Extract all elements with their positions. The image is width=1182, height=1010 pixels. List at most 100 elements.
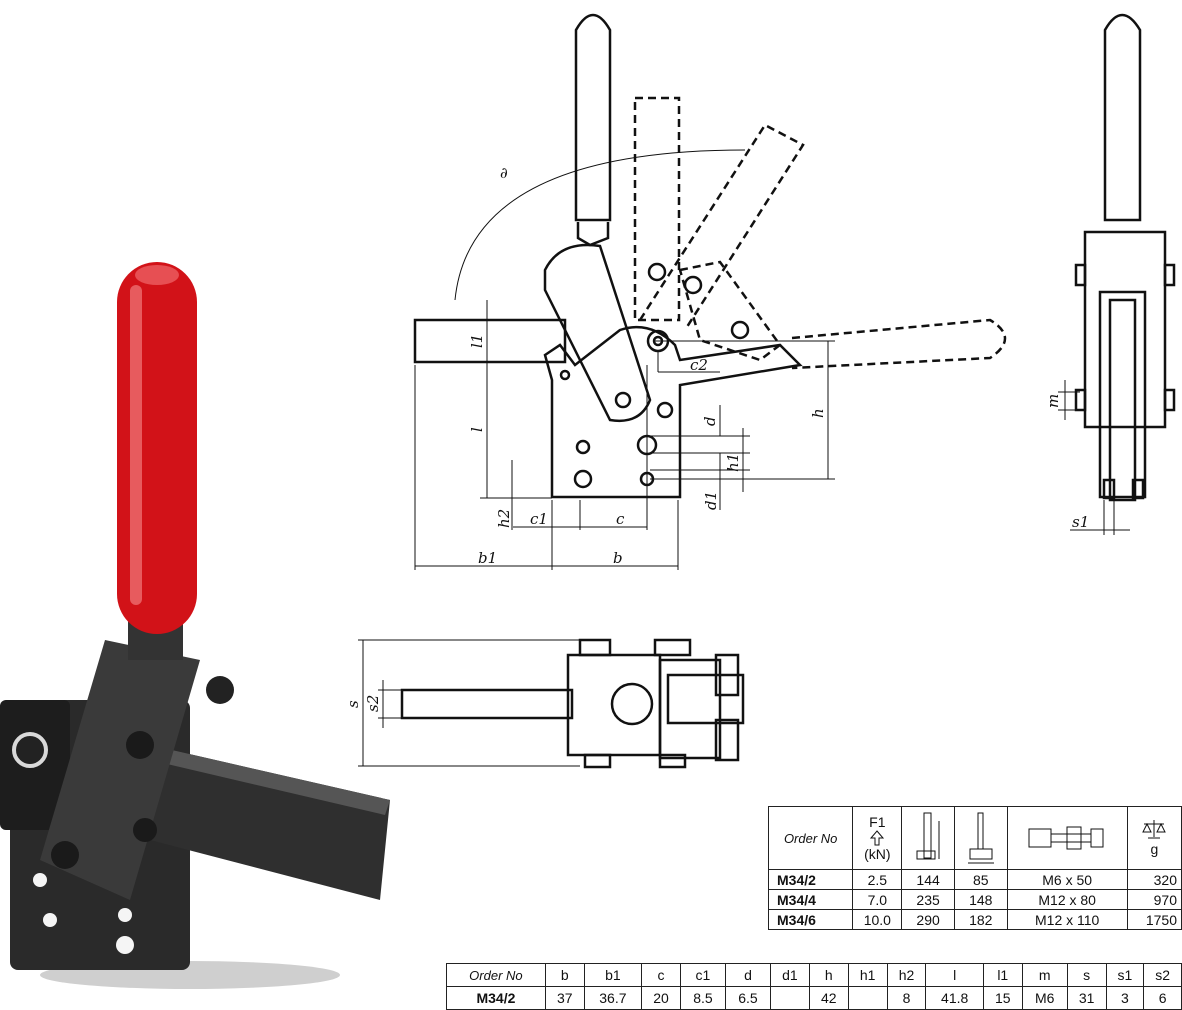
force-header: F1 (kN) [852,806,903,870]
photo-bolt-ring [12,732,48,768]
holding-height-cell: 290 [901,909,955,930]
label-l: l [468,427,486,432]
pivot-open-1 [683,275,703,295]
dimensions-header-row: Order No b b1 c c1 d d1 h h1 h2 l l1 m s… [446,963,1182,987]
spindle-height-header [953,806,1008,870]
order-no-header: Order No [767,806,854,870]
photo-hole-3 [116,936,134,954]
weight-cell: 320 [1126,869,1182,890]
spindle-height-cell: 148 [953,889,1008,910]
label-s2: s2 [364,695,382,712]
bolt-icon [1012,823,1123,853]
label-m: m [1044,394,1062,408]
dimension-lines [414,149,835,570]
force-arrow-icon [857,830,897,846]
top-view [400,638,745,769]
dim-cell: 15 [982,986,1023,1010]
base-hole-2 [575,439,591,455]
holding-height-icon [906,811,950,866]
dim-cell: 36.7 [583,986,643,1010]
dim-cell: 20 [641,986,681,1010]
side-base-body [543,325,803,499]
pivot-lever [614,391,632,409]
dim-cell: 8.5 [679,986,726,1010]
side-handle-neck [576,222,610,247]
spec-row: M34/4 7.0 235 148 M12 x 80 970 [767,889,1182,910]
label-d1: d1 [702,491,720,510]
dim-header: c1 [679,963,726,987]
dim-header: Order No [446,963,546,987]
dim-header: h2 [886,963,927,987]
photo-pivot-1 [126,731,154,759]
weight-cell: 1750 [1126,909,1182,930]
photo-hole-1 [33,873,47,887]
clamp-product-photo [0,262,390,989]
dim-header: m [1021,963,1068,987]
label-s: s [344,700,362,708]
label-c2: c2 [690,356,708,374]
photo-grip-highlight [130,285,142,605]
dim-header: s [1066,963,1107,987]
dim-cell [769,986,810,1010]
side-lever-arm [543,243,652,423]
dim-header: l [925,963,984,987]
force-cell: 10.0 [852,909,903,930]
force-cell: 2.5 [852,869,903,890]
spec-table-header: Order No F1 (kN) g [767,806,1182,870]
dim-cell: 37 [544,986,585,1010]
bolt-cell: M12 x 80 [1006,889,1128,910]
label-s1: s1 [1072,513,1089,531]
scale-icon [1132,819,1177,841]
label-b: b [613,549,623,567]
dim-cell: M6 [1021,986,1068,1010]
spindle-height-cell: 182 [953,909,1008,930]
force-label: F1 [869,814,886,830]
bolt-header [1006,806,1128,870]
dimensions-row: M34/2 37 36.7 20 8.5 6.5 42 8 41.8 15 M6… [446,986,1182,1010]
weight-header: g [1126,806,1182,870]
photo-spindle-bar-top [150,745,390,815]
order-cell: M34/4 [767,889,854,910]
force-unit: (kN) [864,846,891,862]
pivot-base [656,401,674,419]
pivot-open-2 [730,320,750,340]
dim-header: h [808,963,849,987]
weight-unit: g [1150,841,1159,857]
weight-cell: 970 [1126,889,1182,910]
pivot-open-3 [647,262,667,282]
photo-pivot-2 [51,841,79,869]
dim-cell: 41.8 [925,986,984,1010]
end-view-dims [1058,380,1130,535]
spindle-height-icon [959,811,1003,866]
photo-pivot-4 [206,676,234,704]
label-h2: h2 [495,509,513,528]
dim-header: b [544,963,585,987]
label-c1: c1 [530,510,548,528]
dim-cell [847,986,888,1010]
dim-cell: 42 [808,986,849,1010]
label-b1: b1 [478,549,497,567]
dim-cell: 6.5 [724,986,771,1010]
photo-lever-arm [40,640,200,900]
label-h1: h1 [724,453,742,472]
label-h: h [809,408,827,418]
label-c: c [616,510,625,528]
end-view [1074,13,1176,502]
side-spindle-bar [413,318,567,364]
bolt-cell: M12 x 110 [1006,909,1128,930]
top-view-dims [358,639,580,767]
dim-header: d1 [769,963,810,987]
spec-row: M34/2 2.5 144 85 M6 x 50 320 [767,869,1182,890]
dim-header: s1 [1105,963,1145,987]
open-position-outline [633,96,1007,370]
bolt-cell: M6 x 50 [1006,869,1128,890]
dim-header: l1 [982,963,1023,987]
dim-header: h1 [847,963,888,987]
dim-header: s2 [1143,963,1182,987]
dim-header: d [724,963,771,987]
spec-table: Order No F1 (kN) g [767,806,1182,930]
photo-spindle-bar [150,745,390,900]
dim-header: c [641,963,681,987]
dim-cell: 8 [886,986,927,1010]
